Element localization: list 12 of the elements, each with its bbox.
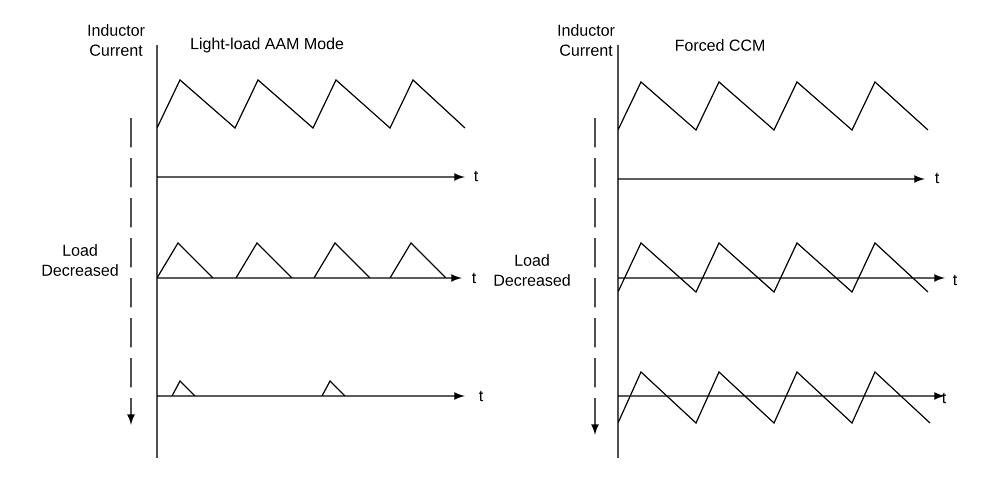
label: Inductor Current: [88, 24, 145, 56]
label: Forced CCM: [676, 39, 764, 51]
label: t: [472, 272, 476, 284]
label: t: [935, 172, 940, 184]
label: Load Decreased: [494, 254, 570, 286]
label: t: [479, 390, 484, 402]
label: Light-load AAM Mode: [191, 38, 344, 52]
label: t: [474, 170, 478, 182]
label: t: [953, 274, 958, 286]
label: Inductor Current: [558, 24, 615, 56]
label: Load Decreased: [42, 244, 118, 276]
label: t: [942, 392, 946, 404]
